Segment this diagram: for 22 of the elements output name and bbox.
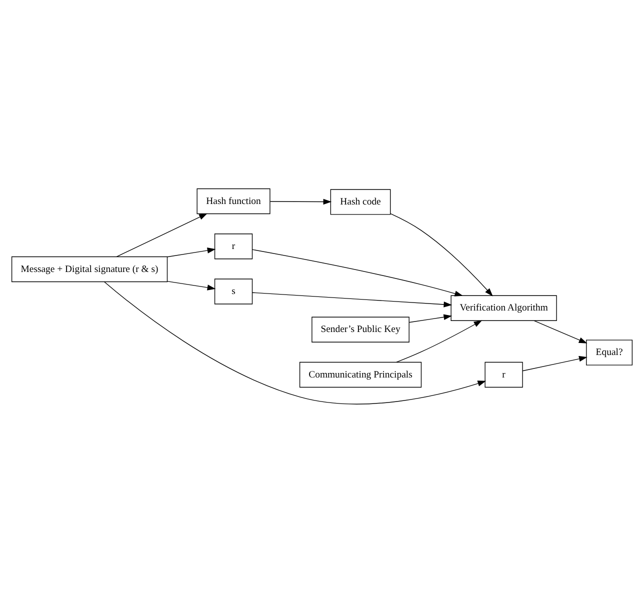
node-box: r	[214, 233, 253, 259]
arrow	[390, 212, 493, 296]
arrow	[534, 320, 588, 343]
node-box: Hash code	[330, 188, 391, 214]
arrow	[408, 314, 452, 322]
arrow	[104, 280, 486, 404]
arrow	[270, 198, 332, 204]
node-box: Equal?	[586, 339, 633, 365]
arrow	[396, 320, 482, 362]
arrow	[522, 355, 588, 371]
node-box: Message + Digital signature (r & s)	[11, 256, 168, 282]
arrow	[252, 248, 464, 296]
node-box: s	[214, 278, 253, 304]
node-box: Hash function	[196, 188, 270, 214]
arrow	[167, 280, 216, 290]
arrow	[167, 247, 216, 257]
node-box: Communicating Principals	[299, 361, 422, 388]
arrow	[252, 292, 452, 307]
node-box: r	[484, 361, 523, 388]
arrow	[116, 212, 208, 256]
node-box: Verification Algorithm	[450, 294, 557, 320]
node-box: Sender’s Public Key	[312, 316, 410, 342]
